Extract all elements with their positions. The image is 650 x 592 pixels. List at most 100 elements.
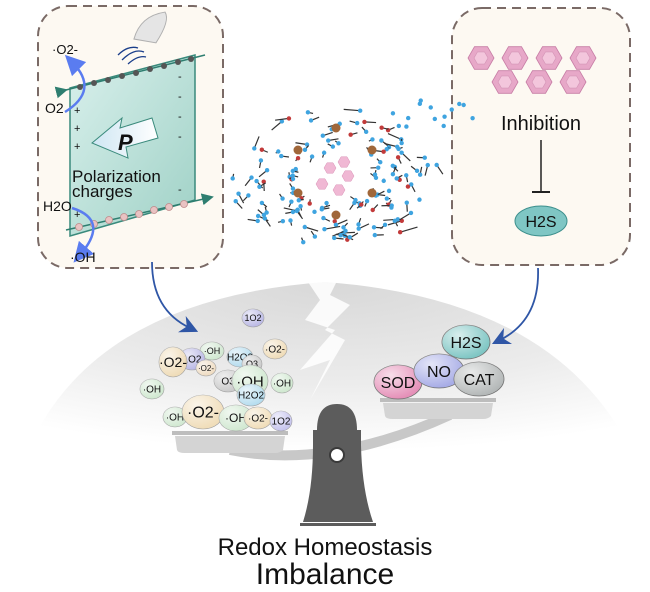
mof-atom bbox=[372, 225, 376, 229]
mof-atom bbox=[404, 173, 408, 177]
mof-atom bbox=[256, 214, 260, 218]
mof-atom bbox=[370, 137, 374, 141]
mof-atom bbox=[397, 124, 401, 128]
mof-atom bbox=[382, 179, 386, 183]
guest-hexagon-icon bbox=[338, 157, 350, 167]
inhibition-label: Inhibition bbox=[501, 113, 581, 135]
mof-atom bbox=[259, 158, 263, 162]
mof-atom bbox=[461, 103, 465, 107]
mof-atom bbox=[322, 151, 326, 155]
mof-atom bbox=[288, 218, 292, 222]
mof-atom bbox=[281, 219, 285, 223]
enzyme-bubble: H2S bbox=[442, 325, 490, 359]
mof-atom bbox=[291, 177, 295, 181]
right-pan bbox=[383, 403, 493, 419]
mof-atom bbox=[236, 191, 240, 195]
svg-text:-: - bbox=[178, 111, 182, 123]
mof-atom bbox=[303, 225, 307, 229]
mof-atom bbox=[434, 163, 438, 167]
guest-hexagon-icon bbox=[342, 171, 354, 181]
mof-atom bbox=[409, 211, 413, 215]
mof-atom bbox=[373, 172, 377, 176]
mof-atom bbox=[310, 154, 314, 158]
mof-atom bbox=[398, 230, 402, 234]
species-label: ·OH bbox=[166, 413, 184, 424]
mof-metal-node bbox=[294, 146, 303, 155]
mof-atom bbox=[387, 189, 391, 193]
mof-bond bbox=[344, 109, 360, 110]
mof-atom bbox=[470, 116, 474, 120]
mof-atom bbox=[399, 141, 403, 145]
mof-atom bbox=[390, 203, 394, 207]
mof-atom bbox=[326, 138, 330, 142]
enzyme-bubble: CAT bbox=[454, 362, 504, 396]
mof-atom bbox=[230, 176, 234, 180]
mof-atom bbox=[406, 116, 410, 120]
mof-atom bbox=[332, 236, 336, 240]
species-bubble: ·OH bbox=[271, 373, 293, 393]
mof-atom bbox=[417, 197, 421, 201]
mof-atom bbox=[433, 117, 437, 121]
mof-atom bbox=[252, 146, 256, 150]
mof-atom bbox=[364, 130, 368, 134]
species-bubble: ·O2- bbox=[159, 347, 187, 377]
mof-atom bbox=[378, 160, 382, 164]
mof-metal-node bbox=[294, 189, 303, 198]
mof-atom bbox=[365, 199, 369, 203]
mof-atom bbox=[404, 124, 408, 128]
mof-atom bbox=[353, 198, 357, 202]
polarization-line2: charges bbox=[72, 182, 132, 201]
mof-atom bbox=[260, 148, 264, 152]
species-label: SOD bbox=[381, 375, 416, 392]
mof-atom bbox=[321, 133, 325, 137]
species-label: ·O2- bbox=[159, 354, 187, 370]
mof-atom bbox=[356, 222, 360, 226]
mof-atom bbox=[379, 138, 383, 142]
species-bubble: ·O2- bbox=[263, 339, 287, 359]
mof-atom bbox=[279, 154, 283, 158]
mof-atom bbox=[391, 164, 395, 168]
species-bubble: ·OH bbox=[140, 379, 164, 399]
species-label: H2S bbox=[450, 335, 481, 352]
mof-metal-node bbox=[368, 189, 377, 198]
species-label: CAT bbox=[464, 372, 495, 389]
mof-atom bbox=[419, 98, 423, 102]
left-pan-rim bbox=[172, 431, 288, 435]
mof-atom bbox=[276, 149, 280, 153]
mof-atom bbox=[442, 124, 446, 128]
footer-title-line2: Imbalance bbox=[0, 558, 650, 592]
species-label: ·O2- bbox=[198, 364, 214, 373]
mof-atom bbox=[343, 229, 347, 233]
mof-atom bbox=[297, 198, 301, 202]
superoxide-label: ·O2- bbox=[52, 42, 78, 57]
mof-atom bbox=[256, 219, 260, 223]
mof-atom bbox=[336, 141, 340, 145]
species-label: ·O2- bbox=[265, 345, 285, 356]
svg-text:-: - bbox=[178, 184, 182, 196]
mof-atom bbox=[295, 209, 299, 213]
mof-atom bbox=[379, 126, 383, 130]
mof-atom bbox=[396, 147, 400, 151]
mof-atom bbox=[358, 108, 362, 112]
mof-atom bbox=[234, 199, 238, 203]
water-label: H2O bbox=[43, 198, 72, 214]
mof-atom bbox=[399, 150, 403, 154]
mof-atom bbox=[385, 196, 389, 200]
mof-atom bbox=[254, 179, 258, 183]
mof-atom bbox=[301, 240, 305, 244]
mof-atom bbox=[287, 116, 291, 120]
left-pan bbox=[175, 436, 285, 453]
mof-atom bbox=[359, 202, 363, 206]
mof-atom bbox=[312, 210, 316, 214]
mof-atom bbox=[405, 200, 409, 204]
mof-atom bbox=[321, 216, 325, 220]
species-label: ·OH bbox=[204, 346, 221, 356]
mof-atom bbox=[298, 204, 302, 208]
mof-atom bbox=[406, 184, 410, 188]
mof-atom bbox=[257, 185, 261, 189]
guest-hexagon-icon bbox=[316, 179, 328, 189]
polarization-symbol: P bbox=[118, 130, 133, 155]
svg-text:-: - bbox=[178, 131, 182, 143]
mof-atom bbox=[393, 219, 397, 223]
species-label: ·OH bbox=[143, 385, 161, 396]
